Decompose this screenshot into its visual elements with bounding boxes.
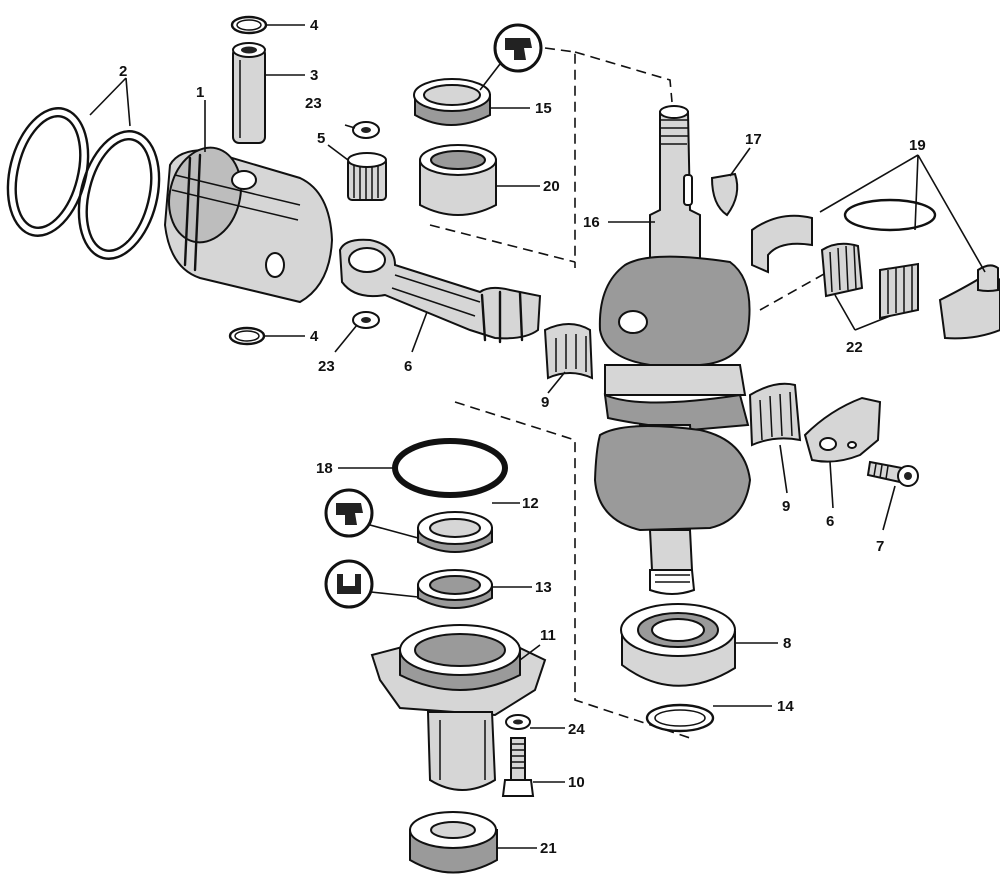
bolt-10 (501, 737, 535, 797)
bushing-21 (409, 811, 498, 874)
callout-4-top: 4 (310, 17, 319, 34)
oil-seal-12 (417, 511, 493, 553)
retaining-ring-top (230, 15, 268, 35)
callout-13: 13 (535, 579, 552, 596)
callout-16: 16 (583, 214, 600, 231)
retaining-ring-14 (645, 703, 715, 733)
bearing-sleeve-20 (419, 144, 497, 216)
oil-seal-15 (413, 78, 491, 126)
needle-bearing-cage-right (748, 382, 802, 447)
cap-screw (866, 460, 919, 487)
crankshaft (593, 105, 752, 595)
ball-bearing (620, 603, 736, 687)
callout-1: 1 (196, 84, 204, 101)
callout-7: 7 (876, 538, 884, 555)
callout-18: 18 (316, 460, 333, 477)
callout-6-cap: 6 (826, 513, 834, 530)
assembly-dashed-lines (429, 47, 841, 739)
piston-rings (6, 107, 161, 260)
callout-14: 14 (777, 698, 794, 715)
o-ring (392, 438, 508, 498)
callout-3: 3 (310, 67, 318, 84)
leader-lines (89, 24, 986, 849)
wrist-pin (232, 42, 266, 144)
callout-labels: 1 2 3 4 4 5 6 6 7 8 9 9 10 11 12 13 14 1… (119, 17, 926, 857)
needle-bearing-cage-left (543, 323, 594, 380)
callout-5: 5 (317, 130, 325, 147)
oil-seal-13 (417, 569, 493, 609)
callout-23-top: 23 (305, 95, 322, 112)
seal-orientation-icon (324, 559, 419, 609)
callout-6-rod: 6 (404, 358, 412, 375)
callout-11: 11 (540, 627, 556, 644)
callout-20: 20 (543, 178, 560, 195)
callout-10: 10 (568, 774, 585, 791)
piston (163, 146, 334, 304)
bearing-cage-halves-19 (751, 198, 1000, 340)
washer-bottom (352, 311, 380, 329)
washer-24 (505, 714, 531, 730)
woodruff-key (710, 172, 739, 217)
callout-17: 17 (745, 131, 762, 148)
seal-orientation-icon (324, 488, 419, 539)
washer-top (352, 121, 380, 139)
callout-9-right: 9 (782, 498, 790, 515)
callout-23-bottom: 23 (318, 358, 335, 375)
retaining-ring-bottom (228, 326, 266, 346)
callout-2: 2 (119, 63, 127, 80)
callout-24: 24 (568, 721, 585, 738)
seal-orientation-icon (479, 23, 543, 91)
needle-bearing-small (347, 152, 387, 201)
callout-22: 22 (846, 339, 863, 356)
callout-9-left: 9 (541, 394, 549, 411)
lower-bearing-housing (370, 624, 547, 791)
callout-15: 15 (535, 100, 552, 117)
callout-21: 21 (540, 840, 557, 857)
callout-4-bottom: 4 (310, 328, 319, 345)
callout-19: 19 (909, 137, 926, 154)
connecting-rod-cap (803, 396, 882, 463)
callout-8: 8 (783, 635, 791, 652)
callout-12: 12 (522, 495, 539, 512)
connecting-rod (338, 238, 542, 344)
needle-bearings-22 (820, 242, 919, 320)
